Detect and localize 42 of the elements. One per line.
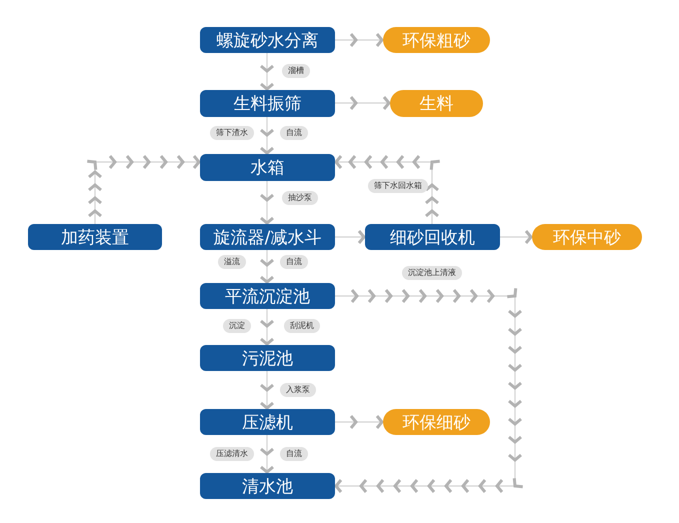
edge-label: 沉淀 (223, 319, 251, 333)
chevron-arrow (260, 117, 274, 154)
process-box: 压滤机 (200, 409, 335, 435)
edge-label: 沉淀池上清液 (402, 266, 462, 280)
edge-label: 溜槽 (282, 64, 310, 78)
chevron-arrow (260, 250, 274, 283)
chevron-arrow (260, 53, 274, 90)
chevron-arrow (335, 155, 440, 224)
edge-label: 入浆泵 (280, 383, 316, 397)
chevron-arrow (335, 33, 383, 47)
process-box: 平流沉淀池 (200, 283, 335, 309)
product-box: 生料 (390, 90, 483, 117)
product-box: 环保中砂 (532, 224, 642, 250)
edge-label: 压滤清水 (210, 447, 254, 461)
process-box: 螺旋砂水分离 (200, 27, 335, 53)
product-box: 环保粗砂 (383, 27, 490, 53)
flow-note: 自流 (280, 126, 308, 140)
flow-note: 自流 (280, 255, 308, 269)
flow-note: 自流 (280, 447, 308, 461)
chevron-arrow (260, 435, 274, 473)
flow-note: 刮泥机 (284, 319, 320, 333)
chevron-arrow (500, 230, 532, 244)
chevron-arrow (260, 309, 274, 345)
process-box: 旋流器/减水斗 (200, 224, 335, 250)
process-box: 加药装置 (28, 224, 162, 250)
edge-label: 筛下渣水 (210, 126, 254, 140)
chevron-arrow (335, 96, 390, 110)
chevron-arrow (335, 288, 523, 493)
edge-label: 筛下水回水箱 (368, 179, 428, 193)
process-box: 水箱 (200, 154, 335, 181)
chevron-arrow (87, 155, 200, 224)
edge-label: 溢流 (218, 255, 246, 269)
process-box: 细砂回收机 (365, 224, 500, 250)
chevron-arrow (260, 371, 274, 409)
chevron-arrow (335, 230, 366, 244)
process-box: 生料振筛 (200, 90, 335, 117)
product-box: 环保细砂 (383, 409, 490, 435)
chevron-arrow (335, 415, 383, 429)
process-box: 清水池 (200, 473, 335, 499)
process-box: 污泥池 (200, 345, 335, 371)
edge-label: 抽沙泵 (282, 191, 318, 205)
chevron-arrow (260, 181, 274, 224)
